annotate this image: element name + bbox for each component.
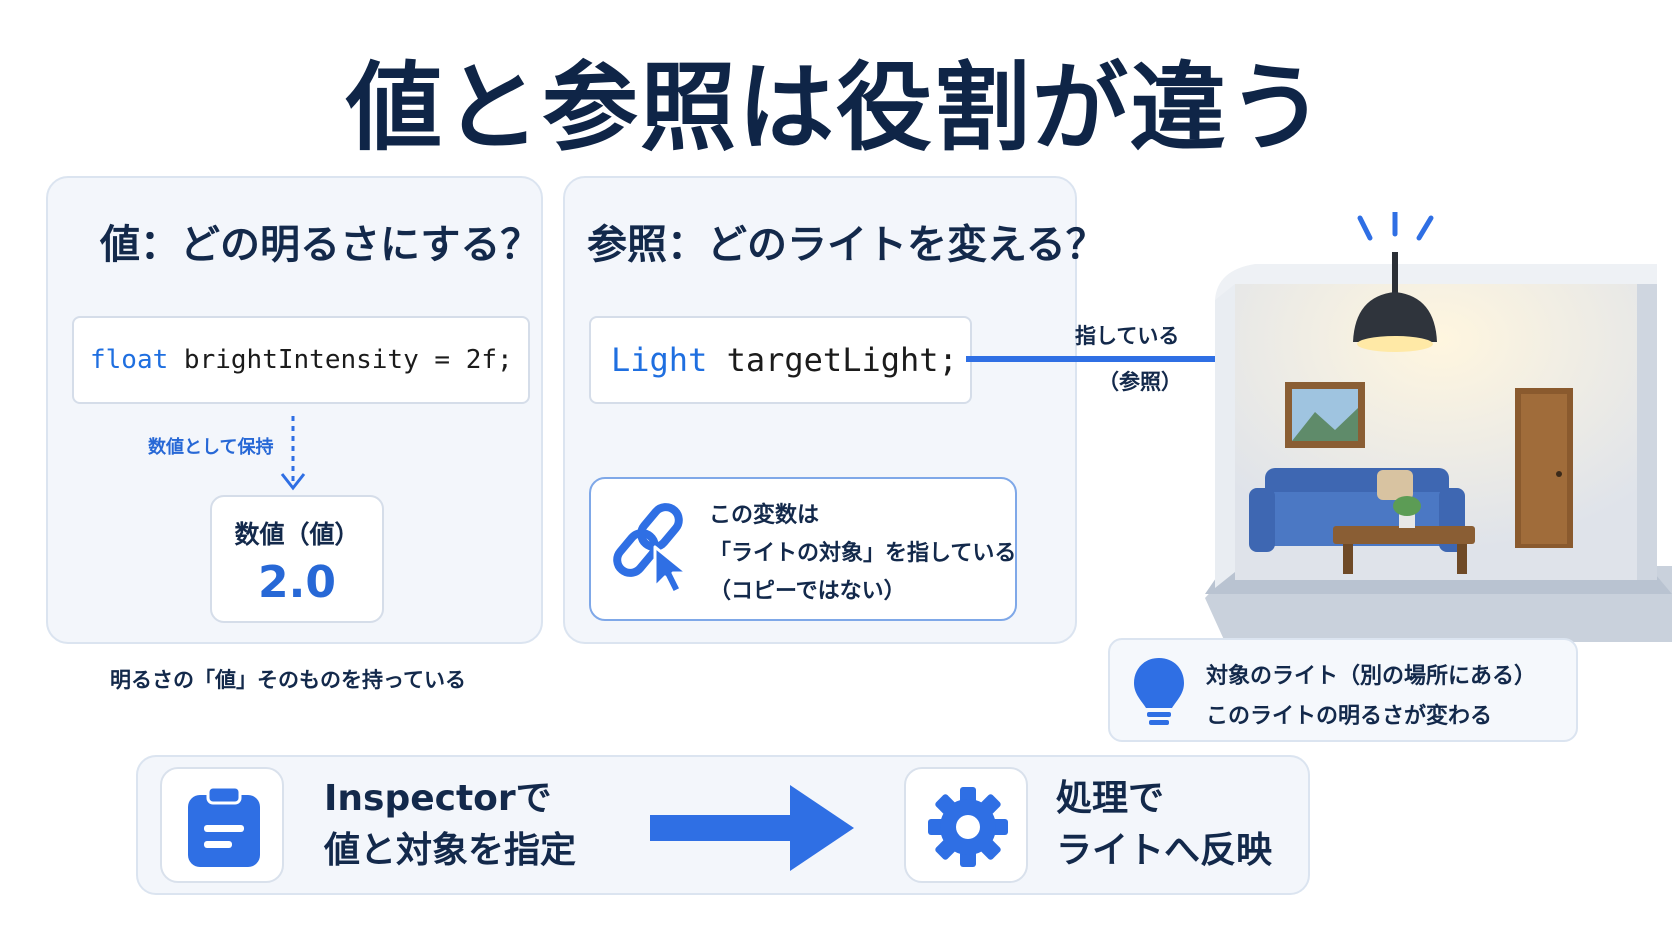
flow-step1-text: Inspectorで 値と対象を指定 [324, 773, 576, 877]
reference-panel: 参照：どのライトを変える？ Light targetLight; この変数は 「… [563, 176, 1106, 644]
clipboard-icon [188, 785, 260, 867]
flow-step2-text: 処理で ライトへ反映 [1056, 773, 1272, 877]
value-box-label: 数値（値） [234, 520, 360, 549]
flow-step1-line-1: Inspectorで [324, 778, 552, 819]
code-keyword-float: float [90, 345, 169, 375]
value-caption: 明るさの「値」そのものを持っている [110, 668, 466, 692]
reference-note-box: この変数は 「ライトの対象」を指している （コピーではない） [589, 477, 1017, 621]
value-number: 2.0 [258, 557, 336, 608]
code-keyword-light: Light [611, 341, 708, 379]
value-panel-heading: 値：どの明るさにする？ [100, 222, 541, 268]
value-code-box: float brightIntensity = 2f; [72, 316, 530, 404]
flow-panel: Inspectorで 値と対象を指定 処理で ライトへ反映 [136, 755, 1310, 895]
store-as-number-label: 数値として保持 [148, 437, 274, 458]
reference-note-line-1: この変数は [709, 503, 820, 528]
page-title: 値と参照は役割が違う [346, 52, 1326, 164]
value-panel: 値：どの明るさにする？ float brightIntensity = 2f; … [46, 176, 543, 644]
link-cursor-icon [613, 503, 689, 595]
target-light-caption-line-1: 対象のライト（別の場所にある） [1206, 664, 1537, 689]
code-reference-declaration: targetLight; [707, 341, 958, 379]
pointer-label-bottom: （参照） [1098, 370, 1182, 394]
process-icon-card [904, 767, 1028, 883]
lightbulb-icon [1134, 658, 1184, 725]
gear-icon [928, 787, 1008, 867]
value-box: 数値（値） 2.0 [210, 495, 384, 623]
dashed-down-arrow [280, 416, 306, 491]
target-light-caption-line-2: このライトの明るさが変わる [1206, 704, 1493, 729]
flow-step2-line-1: 処理で [1056, 778, 1165, 819]
reference-panel-heading: 参照：どのライトを変える？ [587, 222, 1106, 268]
reference-note-line-3: （コピーではない） [709, 579, 906, 604]
pointer-label-top: 指している [1075, 324, 1180, 348]
room-illustration [1205, 212, 1672, 642]
reference-code-box: Light targetLight; [589, 316, 972, 404]
inspector-icon-card [160, 767, 284, 883]
code-value-declaration: brightIntensity = 2f; [168, 345, 513, 375]
flow-step1-line-2: 値と対象を指定 [324, 830, 577, 871]
flow-step2-line-2: ライトへ反映 [1056, 830, 1273, 871]
flow-arrow [650, 785, 854, 871]
target-light-caption-box: 対象のライト（別の場所にある） このライトの明るさが変わる [1108, 638, 1578, 742]
reference-note-line-2: 「ライトの対象」を指している [709, 541, 1017, 566]
